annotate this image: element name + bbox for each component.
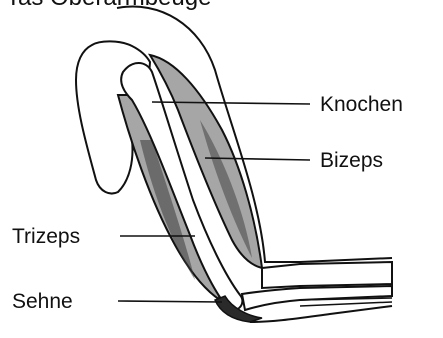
forearm-muscle — [262, 262, 392, 288]
label-biceps: Bizeps — [320, 150, 383, 171]
cut-off-title: Tas Oberarmbeuge — [6, 0, 211, 11]
label-bone: Knochen — [320, 94, 403, 115]
forearm-lower-outline — [250, 306, 392, 322]
leader-line-tendon — [118, 301, 222, 302]
label-triceps: Trizeps — [12, 226, 80, 247]
forearm-inner-lines — [300, 298, 392, 306]
label-tendon: Sehne — [12, 291, 73, 312]
